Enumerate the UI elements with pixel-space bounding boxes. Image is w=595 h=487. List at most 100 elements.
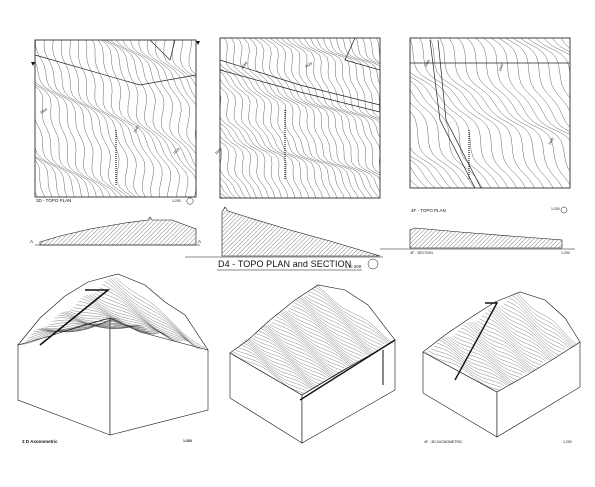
- plan-3-frame: [409, 37, 571, 189]
- model-contour-line: [112, 277, 203, 350]
- model-contour-line: [463, 324, 532, 373]
- model-2-contours: [231, 284, 393, 394]
- contour-line: [103, 40, 171, 197]
- contour-line: [220, 123, 263, 198]
- contour-line: [498, 38, 570, 135]
- contour-line: [512, 38, 570, 128]
- contour-line: [335, 38, 380, 119]
- sheet-scale-circle: [367, 258, 379, 270]
- model-contour-line: [514, 293, 576, 348]
- contour-line: [100, 40, 163, 197]
- model-contour-line: [54, 317, 147, 330]
- plan-3-scale-circle: [560, 206, 568, 214]
- sheet-scale: 1 to 200: [345, 264, 362, 269]
- model-contour-line: [99, 287, 190, 343]
- contour-line: [457, 38, 554, 188]
- contour-line: [123, 40, 196, 172]
- model-contour-line: [431, 348, 504, 386]
- contour-line: [535, 38, 570, 75]
- contour-line: [155, 40, 196, 141]
- model-contour-line: [307, 294, 385, 345]
- contour-line: [264, 38, 359, 198]
- model-contour-line: [311, 288, 389, 344]
- model-contour-line: [267, 324, 343, 371]
- contour-line: [410, 166, 428, 188]
- model-contour-line: [277, 313, 353, 367]
- model-contour-line: [70, 309, 162, 334]
- model-contour-line: [247, 338, 322, 385]
- model-contour-line: [495, 306, 560, 356]
- model-contour-line: [265, 325, 341, 374]
- model-contour-line: [436, 342, 509, 386]
- contour-line: [220, 126, 258, 198]
- model-1-contours: [20, 277, 206, 350]
- contour-line: [254, 38, 345, 198]
- model-contour-line: [297, 298, 374, 355]
- model-contour-line: [479, 318, 546, 361]
- model-contour-line: [233, 351, 307, 391]
- plan-3-scale: 1:200: [551, 207, 560, 211]
- model-contour-line: [89, 294, 180, 342]
- model-contour-line: [490, 308, 555, 360]
- contour-line: [410, 38, 509, 188]
- contour-line: [52, 40, 123, 197]
- plan-1-label: 3D - TOPO PLAN: [36, 198, 72, 203]
- model-contour-line: [65, 311, 157, 335]
- plan-1-scale-circle: [186, 197, 194, 205]
- model-contour-line: [503, 303, 567, 349]
- model-1-label: 3 D Axonometric: [22, 439, 58, 444]
- contour-line: [0, 50, 55, 287]
- contour-line: [110, 40, 189, 197]
- model-contour-line: [107, 279, 198, 349]
- contour-line: [410, 111, 460, 188]
- contour-line: [180, 40, 196, 79]
- model-contour-line: [295, 299, 372, 356]
- model-contour-line: [305, 296, 383, 346]
- contour-line: [339, 0, 460, 174]
- contour-line: [429, 38, 526, 188]
- contour-line: [286, 38, 380, 192]
- model-contour-line: [259, 327, 334, 378]
- contour-line: [43, 40, 117, 197]
- contour-line: [569, 38, 570, 39]
- contour-line: [220, 43, 302, 198]
- contour-line: [513, 0, 595, 149]
- contour-line: [342, 0, 468, 170]
- contour-line: [475, 38, 570, 186]
- model-contour-line: [506, 300, 569, 348]
- model-contour-line: [257, 330, 332, 378]
- contour-line: [35, 81, 97, 197]
- model-contour-line: [36, 323, 129, 332]
- model-contour-line: [455, 333, 525, 374]
- model-contour-line: [476, 320, 544, 363]
- contour-line: [97, 40, 154, 197]
- model-contour-line: [94, 292, 185, 341]
- model-contour-line: [241, 341, 315, 389]
- model-contour-line: [471, 321, 539, 368]
- model-contour-line: [439, 339, 511, 386]
- contour-line: [275, 38, 373, 198]
- model-contour-line: [251, 338, 326, 380]
- model-contour-line: [104, 281, 196, 348]
- model-contour-line: [474, 321, 541, 366]
- section-2-profile: [221, 206, 381, 257]
- model-contour-line: [249, 338, 324, 383]
- contour-line: [35, 86, 82, 197]
- model-contour-line: [441, 338, 514, 385]
- contour-line: [35, 145, 68, 197]
- model-contour-line: [271, 322, 347, 367]
- model-contour-line: [501, 305, 564, 350]
- model-contour-line: [253, 336, 328, 378]
- contour-line: [362, 38, 380, 65]
- model-contour-line: [487, 309, 553, 361]
- plan-3-contours: [410, 0, 595, 188]
- contour-line: [322, 38, 380, 123]
- plan-1-scale: 1:200: [172, 199, 181, 203]
- contour-line: [177, 0, 276, 188]
- model-contour-line: [313, 285, 391, 345]
- contour-line: [184, 0, 283, 185]
- contour-line: [466, 38, 563, 188]
- contour-line: [220, 78, 282, 198]
- model-contour-line: [425, 351, 500, 391]
